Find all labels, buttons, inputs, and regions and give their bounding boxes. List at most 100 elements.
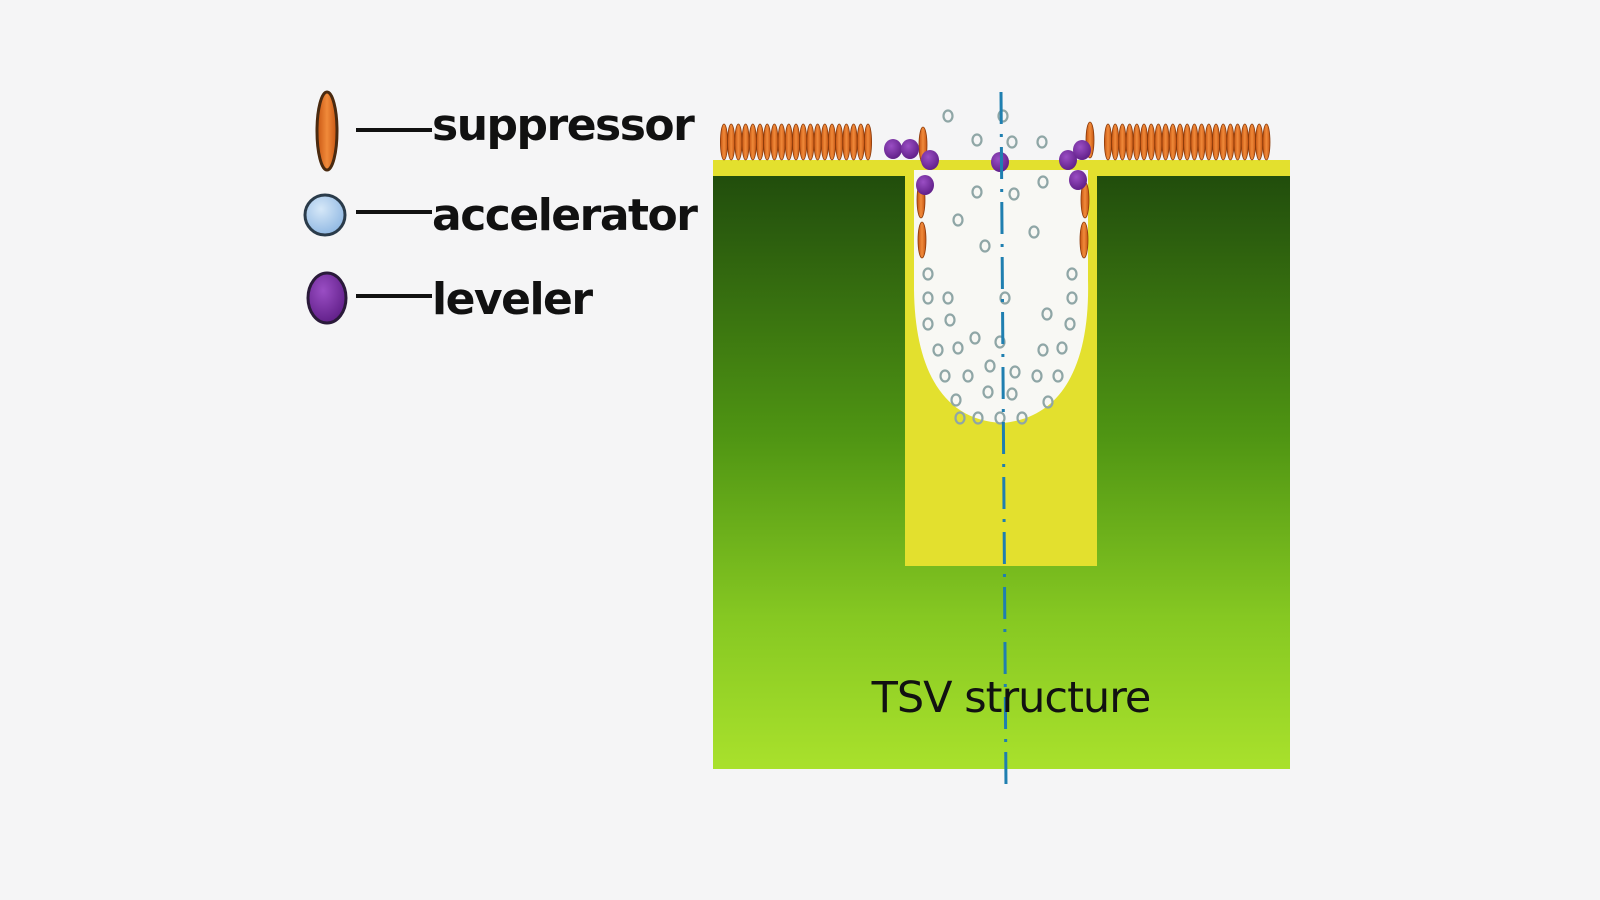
suppressor-molecule <box>799 123 808 161</box>
accelerator-molecule <box>997 109 1009 123</box>
accelerator-molecule <box>1008 187 1020 201</box>
leveler-molecule <box>916 175 934 195</box>
suppressor-molecule <box>784 123 793 161</box>
leveler-molecule <box>921 150 939 170</box>
accelerator-molecule <box>979 239 991 253</box>
suppressor-molecule <box>828 123 837 161</box>
suppressor-molecule <box>1204 123 1213 161</box>
leveler-clusters <box>884 139 1091 195</box>
accelerator-molecule <box>994 335 1006 349</box>
suppressor-molecule <box>770 123 779 161</box>
accelerator-molecule <box>1042 395 1054 409</box>
accelerator-molecule <box>1031 369 1043 383</box>
suppressor-molecule <box>1233 123 1242 161</box>
suppressor-molecule <box>1197 123 1206 161</box>
suppressor-molecule <box>1212 123 1221 161</box>
accelerator-molecule <box>972 411 984 425</box>
accelerator-molecule <box>1064 317 1076 331</box>
accelerator-molecule <box>982 385 994 399</box>
legend-label-suppressor: suppressor <box>432 100 695 151</box>
suppressor-molecule <box>727 123 736 161</box>
suppressor-molecule <box>1161 123 1170 161</box>
accelerator-molecule <box>939 369 951 383</box>
accelerator-molecule <box>1037 343 1049 357</box>
accelerator-molecule <box>1041 307 1053 321</box>
accelerator-molecule <box>1066 291 1078 305</box>
accelerator-molecule <box>942 109 954 123</box>
suppressor-molecule <box>763 123 772 161</box>
suppressor-molecule <box>1219 123 1228 161</box>
accelerator-molecule <box>1056 341 1068 355</box>
leveler-molecule <box>901 139 919 159</box>
suppressor-molecule <box>1111 123 1120 161</box>
suppressor-molecule <box>917 221 927 259</box>
via-centerline <box>999 91 1008 789</box>
suppressor-molecule <box>835 123 844 161</box>
suppressor-molecule <box>1168 123 1177 161</box>
accelerator-molecule <box>1052 369 1064 383</box>
accelerator-molecule <box>932 343 944 357</box>
accelerator-molecule <box>950 393 962 407</box>
leveler-molecule <box>991 152 1009 172</box>
legend-label-accelerator: accelerator <box>432 190 698 241</box>
legend-leveler-icon <box>306 271 348 325</box>
suppressor-molecule <box>756 123 765 161</box>
suppressor-molecule <box>856 123 865 161</box>
tsv-structure-label: TSV structure <box>871 673 1151 723</box>
suppressor-molecule <box>842 123 851 161</box>
suppressor-molecule <box>813 123 822 161</box>
accelerator-molecule <box>999 291 1011 305</box>
accelerator-molecule <box>942 291 954 305</box>
suppressor-molecule <box>720 123 729 161</box>
suppressor-molecule <box>820 123 829 161</box>
accelerator-molecule <box>969 331 981 345</box>
suppressor-molecule <box>1147 123 1156 161</box>
suppressor-molecule <box>734 123 743 161</box>
suppressor-molecule <box>849 123 858 161</box>
accelerator-molecule <box>952 213 964 227</box>
suppressor-molecule <box>1226 123 1235 161</box>
suppressor-molecule <box>1248 123 1257 161</box>
accelerator-molecule <box>1009 365 1021 379</box>
accelerator-molecule <box>1006 387 1018 401</box>
silicon-substrate <box>713 164 1290 769</box>
accelerator-molecule <box>1066 267 1078 281</box>
suppressor-molecule <box>1176 123 1185 161</box>
suppressor-molecule <box>741 123 750 161</box>
accelerator-molecule <box>1028 225 1040 239</box>
accelerator-molecule <box>952 341 964 355</box>
suppressor-molecule <box>1154 123 1163 161</box>
suppressor-molecule <box>792 123 801 161</box>
suppressor-molecule <box>1240 123 1249 161</box>
leveler-molecule <box>1069 170 1087 190</box>
accelerator-molecule <box>1006 135 1018 149</box>
suppressor-molecule <box>1190 123 1199 161</box>
legend-accelerator-icon <box>303 193 347 237</box>
accelerator-molecule <box>1037 175 1049 189</box>
accelerator-molecule <box>962 369 974 383</box>
suppressor-molecule <box>1118 123 1127 161</box>
suppressor-molecule <box>1262 123 1271 161</box>
suppressor-molecule <box>1104 123 1113 161</box>
accelerator-molecule <box>1036 135 1048 149</box>
leveler-molecule <box>1073 140 1091 160</box>
legend-suppressor-icon <box>315 90 339 172</box>
suppressor-molecule <box>806 123 815 161</box>
leveler-molecule <box>1059 150 1077 170</box>
suppressor-molecule <box>1140 123 1149 161</box>
suppressor-molecule <box>1125 123 1134 161</box>
legend-label-leveler: leveler <box>432 274 593 325</box>
accelerator-molecule <box>922 267 934 281</box>
suppressor-molecule <box>1255 123 1264 161</box>
accelerator-molecule <box>994 411 1006 425</box>
suppressor-molecule <box>777 123 786 161</box>
suppressor-molecule <box>1183 123 1192 161</box>
accelerator-molecule <box>922 317 934 331</box>
suppressor-molecule <box>864 123 873 161</box>
suppressor-molecule <box>748 123 757 161</box>
accelerator-molecule <box>1016 411 1028 425</box>
accelerator-molecule <box>922 291 934 305</box>
accelerator-molecule <box>944 313 956 327</box>
